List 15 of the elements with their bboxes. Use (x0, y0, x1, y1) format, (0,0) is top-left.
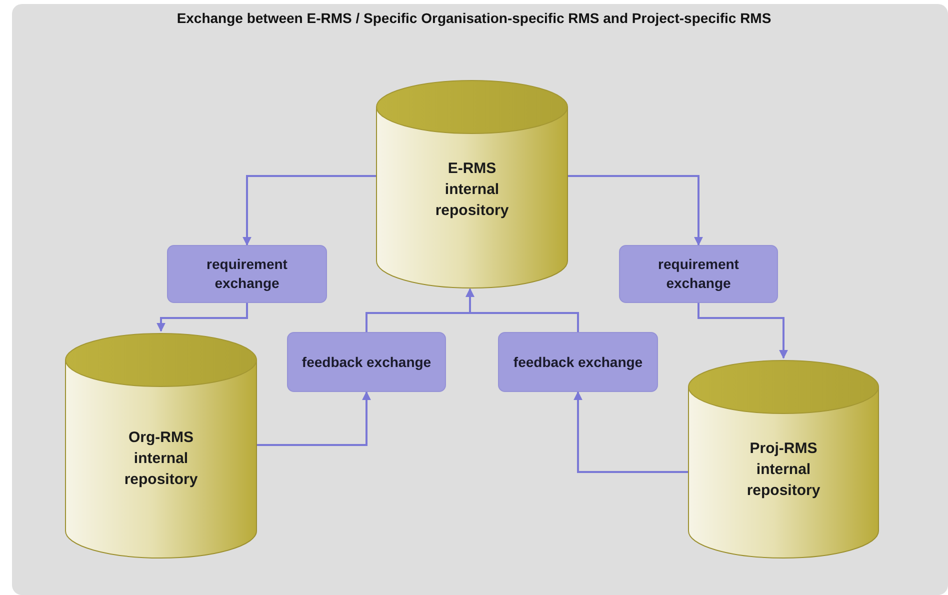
connector-arrow (574, 391, 688, 473)
repository-label: Proj-RMS internal repository (746, 439, 822, 501)
connector-arrow (568, 175, 703, 246)
exchange-box: feedback exchange (498, 332, 658, 392)
connector-arrow (242, 175, 376, 246)
connector-arrow (698, 303, 788, 359)
repository-label: E-RMS internal repository (434, 159, 510, 221)
exchange-box: requirement exchange (167, 245, 327, 303)
diagram-title: Exchange between E-RMS / Specific Organisation-specific RMS and Project-specific RMS (176, 10, 772, 26)
exchange-box: feedback exchange (287, 332, 446, 392)
connector-arrow (466, 288, 579, 332)
connector-arrow (156, 303, 248, 332)
exchange-box: requirement exchange (619, 245, 778, 303)
connector-arrow (257, 391, 371, 446)
repository-label: Org-RMS internal repository (123, 428, 199, 490)
